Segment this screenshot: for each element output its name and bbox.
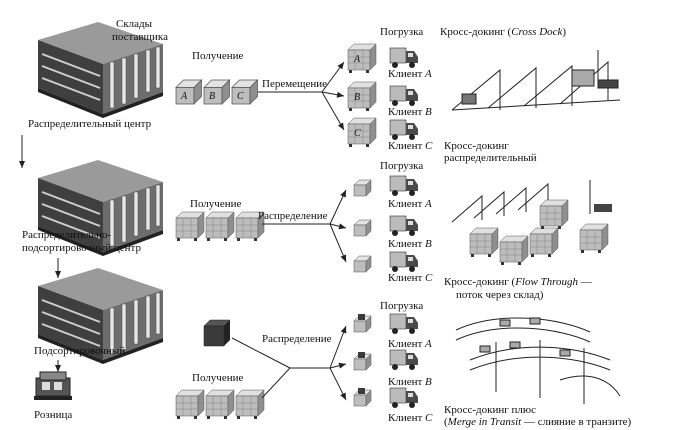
- row1-box-letter-c: C: [237, 91, 244, 102]
- row1-sorted-boxes: [347, 43, 377, 148]
- row2-title-line2: поток через склад): [456, 289, 544, 301]
- row1-client-b: Клиент B: [388, 106, 432, 118]
- row1-client-c: Клиент C: [388, 140, 433, 152]
- row2-sorted-boxes: [353, 179, 372, 273]
- row1-action-label: Перемещение: [262, 78, 328, 90]
- row3-client-a: Клиент A: [388, 338, 432, 350]
- row2-client-b: Клиент B: [388, 238, 432, 250]
- row3-received-pallets: [175, 389, 265, 420]
- row1-title: Кросс-докинг (Cross Dock): [440, 26, 567, 38]
- row2-receiving-label: Получение: [190, 198, 242, 210]
- row1-client-a: Клиент A: [388, 68, 432, 80]
- flow-through-scene: [451, 180, 612, 266]
- retail-icon: [34, 371, 72, 400]
- supplier-warehouses-label-1: Склады: [116, 18, 153, 30]
- row2-action-label: Распределение: [258, 210, 328, 222]
- row1-loading-label: Погрузка: [380, 26, 424, 38]
- row1-received-boxes: [175, 79, 258, 105]
- retail-label: Розница: [34, 409, 73, 421]
- row1-sorted-letter-b: B: [354, 92, 361, 103]
- row1-receiving-label: Получение: [192, 50, 244, 62]
- row2-title-line0b: распределительный: [444, 152, 537, 164]
- row2-client-a: Клиент A: [388, 198, 432, 210]
- row3-client-c: Клиент C: [388, 412, 433, 424]
- row3-dark-box: [203, 319, 231, 347]
- distribution-center-label: Распределительный центр: [28, 118, 152, 130]
- row2-client-c: Клиент C: [388, 272, 433, 284]
- row2-title-line0: Кросс-докинг: [444, 140, 509, 152]
- row3-client-b: Клиент B: [388, 376, 432, 388]
- merge-in-transit-scene: [455, 317, 621, 404]
- sorting-center-label: Подсортировочный: [34, 345, 126, 357]
- row3-loading-label: Погрузка: [380, 300, 424, 312]
- row2-received-pallets: [175, 211, 265, 242]
- row1-trucks: [389, 47, 419, 141]
- row3-title-line2: (Merge in Transit — слияние в транзите): [444, 416, 632, 428]
- row1-sorted-letter-a: A: [354, 54, 361, 65]
- row3-trucks: [389, 313, 419, 409]
- row1-box-letter-a: A: [181, 91, 188, 102]
- supplier-warehouses-label-2: поставщика: [112, 31, 168, 43]
- row3-action-label: Распределение: [262, 333, 332, 345]
- dist-sort-center-label-2: подсортировочный центр: [22, 242, 141, 254]
- row3-title: Кросс-докинг плюс: [444, 404, 536, 416]
- row3-sorted-boxes: [353, 314, 372, 407]
- cross-dock-scene: [451, 50, 621, 111]
- row1-box-letter-b: B: [209, 91, 216, 102]
- dist-sort-center-label-1: Распределительно-: [22, 229, 112, 241]
- row2-trucks: [389, 175, 419, 273]
- row3-receiving-label: Получение: [192, 372, 244, 384]
- row1-sorted-letter-c: C: [354, 128, 361, 139]
- row2-title: Кросс-докинг (Flow Through —: [444, 276, 592, 288]
- row2-loading-label: Погрузка: [380, 160, 424, 172]
